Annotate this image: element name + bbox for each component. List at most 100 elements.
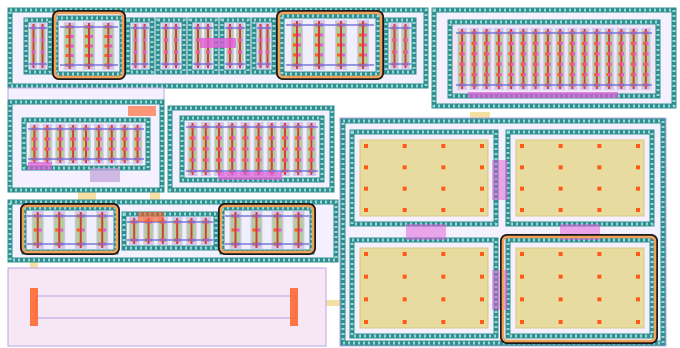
poly-gate	[97, 125, 100, 163]
contact	[311, 158, 315, 162]
contact	[294, 228, 298, 232]
contact	[81, 228, 85, 232]
capacitor-via	[636, 252, 640, 256]
contact	[364, 43, 367, 47]
capacitor-via	[597, 165, 602, 170]
contact	[532, 73, 536, 77]
metal-strap	[161, 27, 181, 29]
contact	[520, 52, 524, 56]
contact	[606, 73, 610, 77]
guard-ring-dots	[341, 119, 665, 345]
capacitor-via	[558, 144, 563, 148]
contact	[645, 73, 649, 77]
contact	[404, 50, 408, 54]
contact	[459, 62, 463, 66]
capacitor-via	[480, 274, 484, 279]
contact	[111, 137, 115, 141]
contact	[569, 62, 573, 66]
resistor-terminal	[290, 288, 298, 326]
metal-strap	[225, 243, 309, 245]
contact	[295, 136, 299, 140]
contact	[342, 53, 345, 57]
contact	[474, 73, 478, 77]
contact	[547, 62, 551, 66]
contact	[643, 41, 647, 45]
contact	[471, 41, 475, 45]
metal-strap	[28, 158, 144, 160]
contact	[278, 228, 282, 232]
contact	[258, 38, 262, 42]
capacitor-via	[402, 186, 407, 191]
contact	[311, 147, 315, 151]
contact	[90, 54, 93, 57]
contact	[621, 52, 625, 56]
contact	[547, 73, 551, 77]
contact	[298, 158, 302, 162]
capacitor-via	[480, 144, 484, 148]
contact	[633, 62, 637, 66]
contact	[643, 62, 647, 66]
guard-ring-dots	[252, 18, 276, 74]
contact	[284, 136, 288, 140]
poly-gate	[620, 29, 623, 89]
capacitor-via	[441, 320, 446, 324]
contact	[47, 147, 51, 151]
capacitor-via	[636, 320, 640, 324]
capacitor-via	[558, 165, 563, 170]
contact	[584, 41, 588, 45]
contact	[165, 38, 168, 42]
metal-strap	[456, 84, 652, 86]
contact	[471, 52, 475, 56]
capacitor-via	[597, 320, 602, 324]
contact	[229, 158, 233, 162]
capacitor-via	[441, 274, 446, 279]
contact	[31, 147, 35, 151]
poly-gate	[161, 218, 164, 244]
contact	[205, 158, 209, 162]
contact	[44, 137, 48, 141]
contact	[192, 147, 196, 151]
contact	[459, 73, 463, 77]
contact	[218, 136, 222, 140]
contact	[72, 147, 76, 151]
contact	[108, 137, 112, 141]
poly-gate	[197, 24, 199, 68]
contact	[618, 73, 622, 77]
contact	[60, 137, 64, 141]
capacitor-via	[441, 165, 446, 170]
contact	[596, 41, 600, 45]
contact	[559, 52, 563, 56]
contact	[608, 52, 612, 56]
contact	[124, 137, 128, 141]
contact	[535, 73, 539, 77]
contact	[608, 73, 612, 77]
metal-strap	[127, 221, 213, 223]
capacitor-via	[597, 252, 602, 256]
poly-gate	[239, 24, 241, 68]
capacitor-via	[597, 297, 602, 302]
contact	[584, 52, 588, 56]
contact	[32, 50, 36, 54]
capacitor-via	[402, 165, 407, 170]
poly-gate	[583, 29, 586, 89]
contact	[557, 41, 561, 45]
contact	[510, 73, 514, 77]
contact	[645, 41, 649, 45]
contact	[459, 52, 463, 56]
contact	[70, 35, 74, 38]
contact	[337, 43, 340, 47]
contact	[559, 73, 563, 77]
contact	[621, 62, 625, 66]
contact	[85, 35, 88, 38]
contact	[134, 38, 138, 42]
contact	[594, 73, 598, 77]
contact	[630, 62, 634, 66]
contact	[596, 73, 600, 77]
capacitor-via	[364, 165, 368, 170]
contact	[218, 147, 222, 151]
contact	[70, 147, 74, 151]
contact	[90, 44, 93, 48]
capacitor-plate	[515, 247, 645, 329]
contact	[508, 73, 512, 77]
